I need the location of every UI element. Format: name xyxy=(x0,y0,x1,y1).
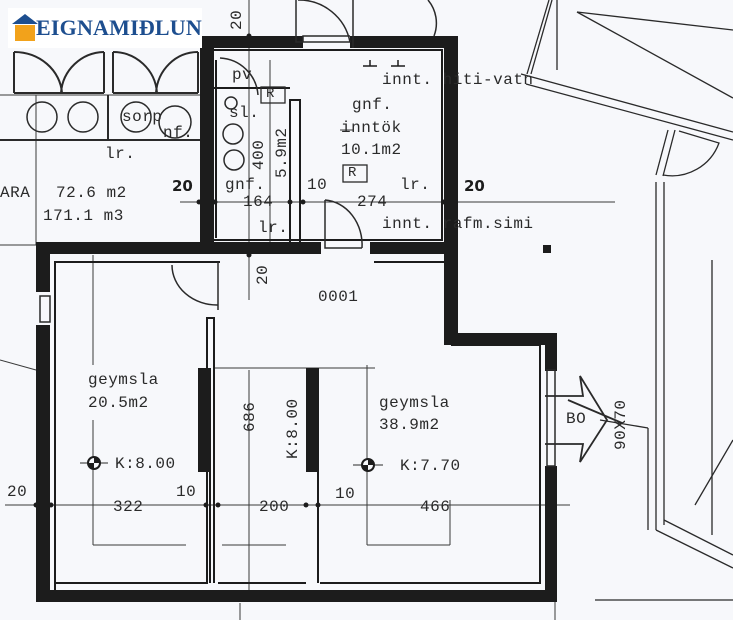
label-sl: sl. xyxy=(229,104,260,122)
cabinet-doors xyxy=(0,50,200,141)
label-geymsla-2: geymsla xyxy=(379,394,450,412)
door-swings xyxy=(39,0,556,467)
label-level-1: K:8.00 xyxy=(115,455,176,473)
label-room-0001: 0001 xyxy=(318,288,359,306)
label-dim-20-left: 20 xyxy=(172,177,193,195)
exit-arrow-icon xyxy=(545,375,623,463)
walls xyxy=(36,36,557,602)
exterior-outline xyxy=(520,0,733,601)
level-marker-icon xyxy=(353,458,383,472)
label-inntak-rafm-simi: innt. rafm.simi xyxy=(382,215,534,233)
label-gnf-inntok: gnf. xyxy=(352,96,393,114)
label-r-1: R xyxy=(266,86,275,102)
label-area-20-5: 20.5m2 xyxy=(88,394,149,412)
label-dim-10-top: 10 xyxy=(307,176,328,194)
label-area-5-9: 5.9m2 xyxy=(273,127,291,178)
fixture-circles xyxy=(26,96,245,171)
brand-name: EIGNAMIÐLUN xyxy=(36,15,202,40)
label-dim-20-right: 20 xyxy=(464,177,485,195)
house-logo-icon xyxy=(12,14,38,42)
label-bo: BO xyxy=(566,410,587,428)
label-pv: pv xyxy=(232,66,253,84)
label-gnf-small: gnf. xyxy=(225,176,266,194)
label-dim-400: 400 xyxy=(250,139,268,170)
label-r-2: R xyxy=(348,165,357,181)
label-dim-274: 274 xyxy=(357,193,388,211)
label-inntak-hiti-vatn: innt. hiti-vatn xyxy=(382,71,534,89)
label-area-72-6: 72.6 m2 xyxy=(56,184,127,202)
label-dim-686: 686 xyxy=(241,401,259,432)
label-lr-left: lr. xyxy=(105,145,136,163)
label-area-38-9: 38.9m2 xyxy=(379,416,440,434)
label-window-90x70: 90X70 xyxy=(612,399,630,450)
label-ara: ARA xyxy=(0,184,31,202)
label-dim-466: 466 xyxy=(420,498,451,516)
label-level-2: K:8.00 xyxy=(284,398,302,459)
label-dim-20-top: 20 xyxy=(228,9,246,30)
label-inntok: inntök xyxy=(341,119,402,137)
label-dim-20-corridor: 20 xyxy=(254,264,272,285)
inlet-markers xyxy=(363,60,405,67)
label-dim-10-b: 10 xyxy=(335,485,356,503)
label-dim-200: 200 xyxy=(259,498,290,516)
label-dim-164: 164 xyxy=(243,193,274,211)
level-marker-icon xyxy=(80,456,108,470)
label-level-3: K:7.70 xyxy=(400,457,461,475)
label-area-10-1: 10.1m2 xyxy=(341,141,402,159)
brand-logo: EIGNAMIÐLUN xyxy=(8,8,202,48)
label-dim-322: 322 xyxy=(113,498,144,516)
label-lr-inntok: lr. xyxy=(400,176,431,194)
label-lr-small: lr. xyxy=(258,219,289,237)
r-boxes xyxy=(260,86,368,183)
label-sorp: sorp xyxy=(122,108,163,126)
dimension-lines xyxy=(0,0,615,620)
label-volume-171-1: 171.1 m3 xyxy=(43,207,124,225)
inner-walls xyxy=(54,36,541,595)
label-nf: nf. xyxy=(163,124,194,142)
label-dim-10-a: 10 xyxy=(176,483,197,501)
label-dim-20-bottom: 20 xyxy=(7,483,28,501)
level-markers xyxy=(80,456,383,472)
label-geymsla-1: geymsla xyxy=(88,371,159,389)
